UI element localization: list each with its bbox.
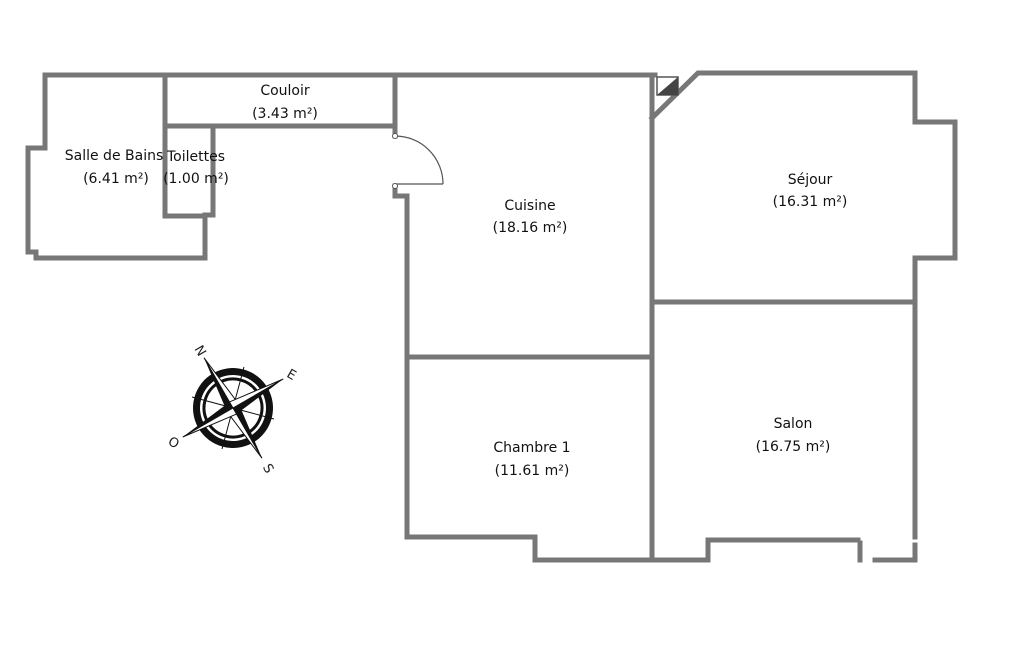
compass-letter-west: O [165,434,181,452]
wall-salon-bottom [649,537,861,563]
room-name-salle-de-bains: Salle de Bains [65,148,164,164]
door-hinge-top [392,133,398,139]
walls [25,70,958,563]
corner-symbol [656,76,679,96]
corner-symbol-fill [657,77,678,95]
room-area-sejour: (16.31 m²) [773,194,848,210]
room-name-cuisine: Cuisine [504,198,555,214]
room-area-chambre-1: (11.61 m²) [495,463,570,479]
room-area-salle-de-bains: (6.41 m²) [83,171,149,187]
room-area-toilettes: (1.00 m²) [163,171,229,187]
room-name-chambre-1: Chambre 1 [493,440,570,456]
room-name-toilettes: Toilettes [166,149,225,165]
compass-rose: N S E O [165,343,299,477]
door-swing-arc [394,135,444,185]
room-name-couloir: Couloir [260,83,310,99]
wall-couloir [162,72,398,129]
wall-kitchen-left-lower [392,183,655,563]
room-labels: Couloir (3.43 m²) Salle de Bains (6.41 m… [65,83,848,479]
wall-salon-corner [872,542,918,563]
wall-right-block [648,70,958,540]
room-name-salon: Salon [774,416,813,432]
wall-bathroom-outline [25,72,216,261]
room-name-sejour: Séjour [788,172,833,188]
room-area-salon: (16.75 m²) [756,439,831,455]
compass-letter-north: N [191,343,209,359]
door [392,133,444,189]
compass-cardinal-points [182,357,284,459]
compass-letter-south: S [259,462,276,477]
wall-toilettes [162,123,208,219]
compass-letter-east: E [284,367,299,384]
door-hinge-bottom [392,183,398,189]
room-area-couloir: (3.43 m²) [252,106,318,122]
room-area-cuisine: (18.16 m²) [493,220,568,236]
